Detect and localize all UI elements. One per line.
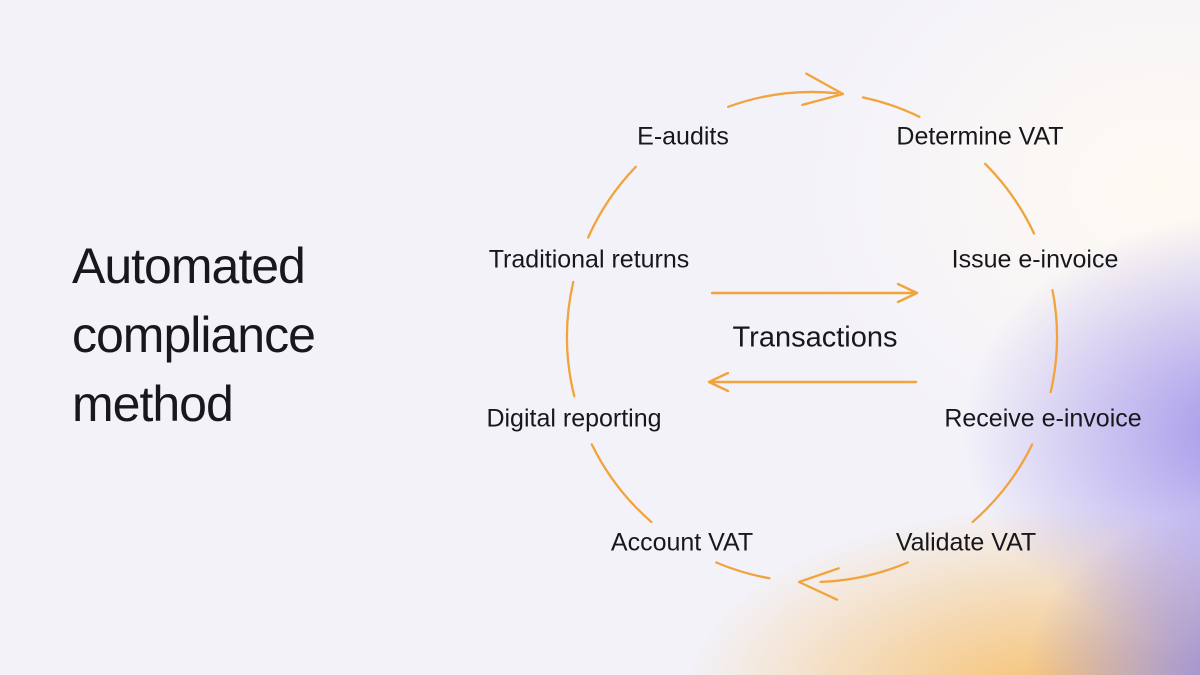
cycle-arrowhead-bottom-icon [797, 567, 840, 601]
node-receive-e-invoice: Receive e-invoice [944, 404, 1142, 433]
node-issue-e-invoice: Issue e-invoice [951, 245, 1119, 274]
node-traditional-returns: Traditional returns [488, 245, 690, 274]
node-e-audits: E-audits [637, 122, 729, 151]
node-account-vat: Account VAT [610, 528, 754, 557]
cycle-arrowhead-top-icon [801, 72, 845, 107]
node-validate-vat: Validate VAT [895, 528, 1037, 557]
cycle-circle-left-arc [565, 90, 839, 580]
transaction-arrow-left-icon [707, 371, 918, 393]
transaction-arrow-right-icon [710, 282, 919, 304]
center-label-transactions: Transactions [732, 321, 898, 354]
page-title: Automated compliance method [72, 238, 316, 432]
cycle-circle-right-arc [819, 96, 1059, 584]
node-digital-reporting: Digital reporting [486, 404, 662, 433]
node-determine-vat: Determine VAT [896, 122, 1064, 151]
cycle-strokes [565, 72, 1059, 601]
